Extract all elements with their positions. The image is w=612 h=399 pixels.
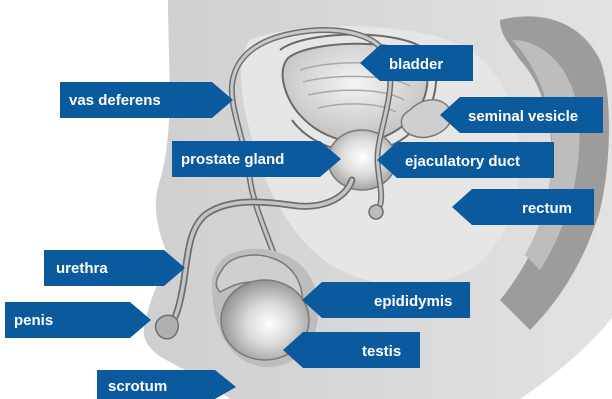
label-penis: penis (5, 302, 151, 338)
label-seminal-vesicle-text: seminal vesicle (468, 108, 578, 125)
label-penis-text: penis (14, 312, 53, 329)
label-rectum: rectum (452, 189, 594, 225)
label-vas-deferens-text: vas deferens (69, 92, 161, 109)
label-scrotum-text: scrotum (108, 378, 167, 395)
label-epididymis-text: epididymis (374, 293, 452, 310)
label-prostate-gland: prostate gland (172, 141, 341, 177)
label-bladder: bladder (360, 45, 473, 81)
label-prostate-gland-text: prostate gland (181, 151, 284, 168)
label-rectum-text: rectum (522, 200, 572, 217)
label-testis-text: testis (362, 343, 401, 360)
label-urethra: urethra (44, 250, 185, 286)
label-bladder-text: bladder (389, 56, 443, 73)
label-ejaculatory-duct: ejaculatory duct (377, 142, 554, 178)
label-scrotum: scrotum (97, 370, 236, 399)
penis-tip (156, 315, 179, 339)
label-seminal-vesicle: seminal vesicle (440, 97, 603, 133)
label-epididymis: epididymis (302, 282, 470, 318)
ejaculatory-duct-end (369, 205, 383, 219)
label-ejaculatory-duct-text: ejaculatory duct (405, 153, 520, 170)
label-urethra-text: urethra (56, 260, 108, 277)
label-vas-deferens: vas deferens (60, 82, 233, 118)
label-testis: testis (283, 332, 420, 368)
